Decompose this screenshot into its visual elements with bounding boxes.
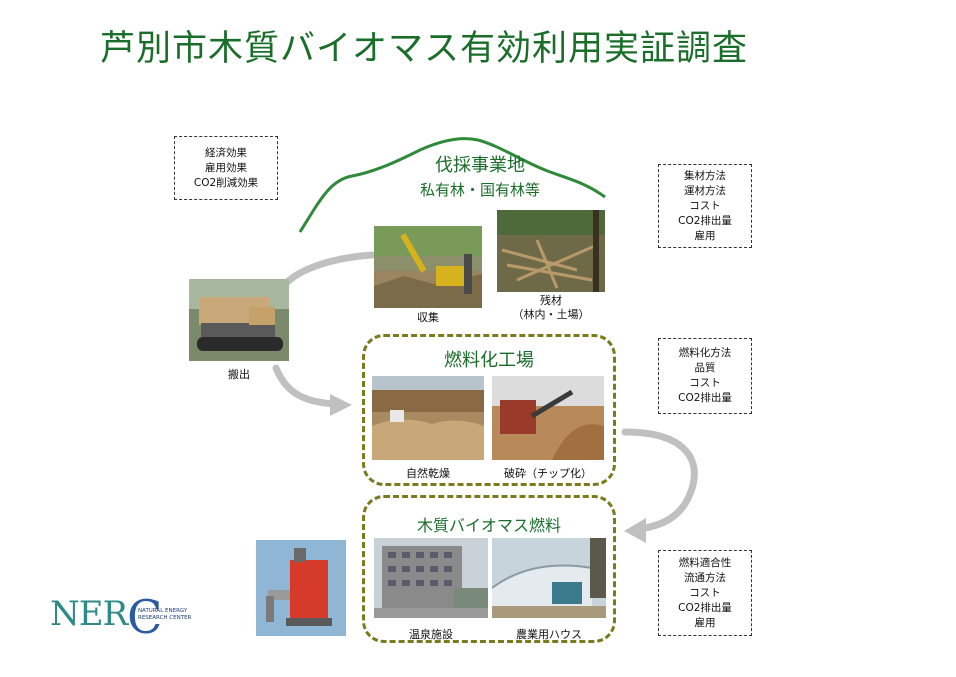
box-line: 集材方法 <box>684 169 726 182</box>
photo-greenhouse <box>492 538 606 618</box>
box-line: 燃料化方法 <box>678 347 732 359</box>
photo-natural-dry <box>372 376 484 460</box>
photo-natural-dry-image <box>372 376 484 460</box>
photo-residue <box>497 210 605 292</box>
box-line: CO2削減効果 <box>193 176 259 189</box>
site-title-line2: 私有林・国有林等 <box>419 181 540 199</box>
logo-sub-line2: RESEARCH CENTER <box>138 615 192 621</box>
photo-transport <box>189 279 289 361</box>
box-processing-factors: 燃料化方法 品質 コスト CO2排出量 <box>658 338 752 414</box>
box-line: 雇用 <box>694 229 716 242</box>
photo-collecting <box>374 226 482 308</box>
photo-transport-image <box>189 279 289 361</box>
photo-boiler-image <box>256 540 346 636</box>
photo-boiler <box>256 540 346 636</box>
caption-residue: 残材 （林内・土場） <box>497 294 605 322</box>
logo-subtext: NATURAL ENERGY RESEARCH CENTER <box>138 608 191 622</box>
stage-factory-title: 燃料化工場 <box>444 350 534 371</box>
box-usage-factors: 燃料適合性 流通方法 コスト CO2排出量 雇用 <box>658 550 752 636</box>
photo-crushing <box>492 376 604 460</box>
photo-hot-spring <box>374 538 488 618</box>
box-line: 雇用効果 <box>205 161 247 174</box>
stage-factory <box>362 334 616 486</box>
mountain-ridge-line <box>298 137 606 233</box>
box-line: 運材方法 <box>684 184 726 197</box>
stage-fuel <box>362 495 616 643</box>
logo-c-letter: C <box>127 590 162 644</box>
box-line: 流通方法 <box>684 571 726 584</box>
caption-natural-dry: 自然乾燥 <box>406 467 450 480</box>
box-line: 雇用 <box>694 616 716 629</box>
box-line: 燃料適合性 <box>678 556 732 569</box>
photo-greenhouse-image <box>492 538 606 618</box>
caption-hot-spring: 温泉施設 <box>409 628 453 641</box>
arrow-site-to-transport <box>278 251 376 292</box>
photo-collecting-image <box>374 226 482 308</box>
box-line: CO2排出量 <box>678 601 732 614</box>
logo-text: NER <box>50 594 128 634</box>
arrow-head-fuel <box>624 518 646 543</box>
photo-hot-spring-image <box>374 538 488 618</box>
box-line: コスト <box>689 586 721 599</box>
box-economic-effects: 経済効果 雇用効果 CO2削減効果 <box>174 136 278 200</box>
site-title: 伐採事業地 私有林・国有林等 <box>380 154 580 202</box>
arrow-transport-to-factory <box>272 364 339 408</box>
stage-fuel-title: 木質バイオマス燃料 <box>416 516 561 535</box>
caption-residue-line2: （林内・土場） <box>512 308 590 321</box>
caption-crushing: 破砕（チップ化） <box>504 467 592 480</box>
nerc-logo: NERC <box>50 582 162 644</box>
box-line: 品質 <box>694 362 716 374</box>
photo-residue-image <box>497 210 605 292</box>
caption-collect: 収集 <box>417 311 439 324</box>
logo-sub-line1: NATURAL ENERGY <box>138 608 188 614</box>
arrow-factory-to-fuel <box>621 428 698 533</box>
page-title: 芦別市木質バイオマス有効利用実証調査 <box>100 29 749 69</box>
box-line: CO2排出量 <box>678 214 732 227</box>
caption-transport: 搬出 <box>228 368 250 381</box>
arrow-head-factory <box>330 394 352 416</box>
site-title-line1: 伐採事業地 <box>435 155 525 176</box>
box-line: CO2排出量 <box>678 392 732 404</box>
caption-residue-line1: 残材 <box>540 294 562 307</box>
box-line: 経済効果 <box>205 146 247 159</box>
photo-crushing-image <box>492 376 604 460</box>
box-collection-factors: 集材方法 運材方法 コスト CO2排出量 雇用 <box>658 164 752 248</box>
box-line: コスト <box>689 199 721 212</box>
box-line: コスト <box>689 377 721 389</box>
caption-greenhouse: 農業用ハウス <box>516 628 582 641</box>
